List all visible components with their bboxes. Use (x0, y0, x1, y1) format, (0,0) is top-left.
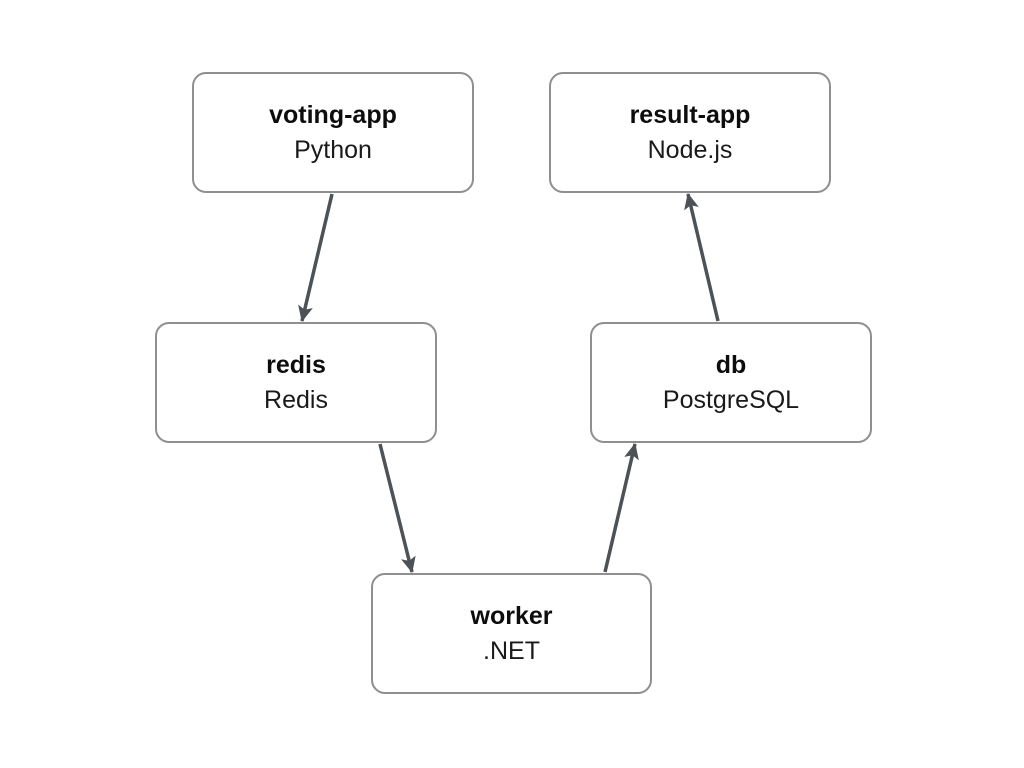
node-title: result-app (629, 100, 751, 129)
node-title: worker (470, 601, 553, 630)
node-db: db PostgreSQL (590, 322, 872, 443)
node-subtitle: .NET (483, 636, 540, 665)
node-subtitle: PostgreSQL (662, 385, 800, 414)
node-title: redis (266, 350, 326, 379)
node-result-app: result-app Node.js (549, 72, 831, 193)
node-title: voting-app (269, 100, 397, 129)
edge-db-to-result-app (684, 193, 720, 322)
node-redis: redis Redis (155, 322, 437, 443)
node-subtitle: Redis (264, 385, 328, 414)
node-subtitle: Node.js (647, 135, 733, 164)
node-title: db (715, 350, 747, 379)
edge-voting-app-to-redis (298, 193, 334, 322)
node-subtitle: Python (294, 135, 372, 164)
edge-worker-to-db (603, 443, 639, 573)
node-worker: worker .NET (371, 573, 652, 694)
edge-redis-to-worker (378, 443, 416, 573)
node-voting-app: voting-app Python (192, 72, 474, 193)
